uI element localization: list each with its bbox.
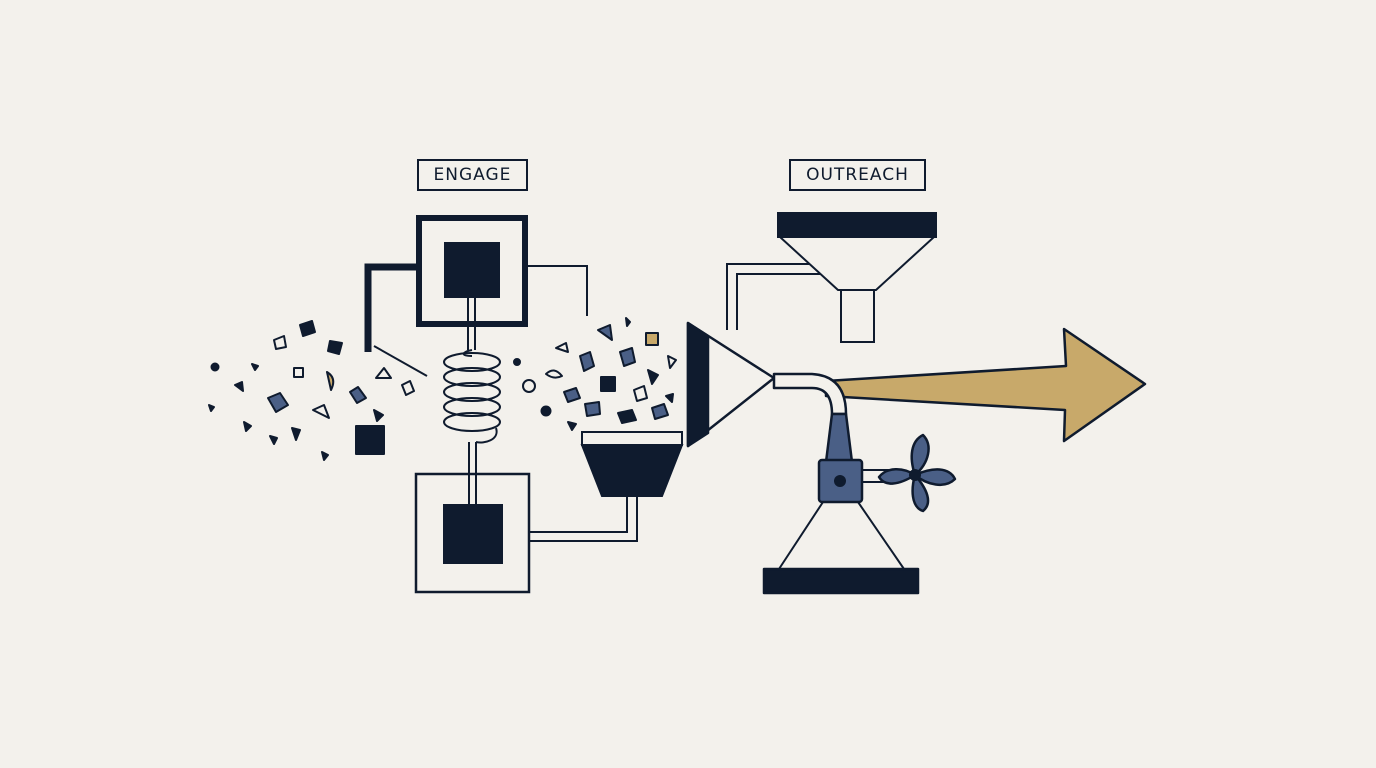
fragment bbox=[251, 363, 259, 371]
fragment bbox=[555, 342, 569, 353]
stand-legs bbox=[778, 501, 905, 570]
fragment bbox=[273, 335, 287, 350]
outreach-label: OUTREACH bbox=[789, 159, 926, 191]
fragment bbox=[619, 347, 636, 367]
hopper-icon bbox=[529, 431, 684, 542]
fragment bbox=[645, 332, 659, 346]
fragment bbox=[625, 317, 631, 327]
fragment bbox=[545, 369, 563, 379]
fragment bbox=[567, 421, 577, 431]
top-module-frame bbox=[416, 215, 528, 327]
fragment bbox=[600, 376, 616, 392]
fragment-particles-mid bbox=[513, 317, 677, 431]
intake-line bbox=[373, 345, 428, 377]
top-module-core bbox=[444, 242, 500, 298]
fragment-block bbox=[355, 425, 385, 455]
fragment bbox=[291, 427, 301, 441]
stand-base bbox=[762, 567, 920, 595]
fragment bbox=[293, 367, 304, 378]
fragment bbox=[597, 324, 613, 341]
fragment bbox=[647, 369, 659, 385]
funnel-icon bbox=[726, 212, 937, 343]
fragment bbox=[327, 340, 343, 355]
pump-knob bbox=[834, 475, 846, 487]
fragment bbox=[312, 404, 330, 419]
pump-stand bbox=[762, 412, 920, 595]
funnel-spout bbox=[840, 289, 875, 343]
fragment bbox=[267, 392, 289, 413]
fragment bbox=[326, 371, 335, 391]
funnel-connector bbox=[726, 263, 822, 330]
fragment bbox=[563, 387, 581, 403]
fragment bbox=[584, 401, 601, 417]
fragment bbox=[373, 409, 384, 422]
fragment bbox=[375, 367, 392, 379]
fragment bbox=[513, 358, 521, 366]
fragment bbox=[299, 320, 316, 337]
fragment bbox=[651, 403, 669, 420]
cone-nozzle-icon bbox=[686, 321, 848, 448]
fragment bbox=[633, 385, 648, 402]
fragment bbox=[667, 355, 677, 369]
fragment bbox=[321, 451, 329, 461]
fragment bbox=[208, 404, 215, 412]
funnel-body bbox=[777, 236, 937, 291]
nozzle-dark-band bbox=[686, 321, 710, 448]
fragment bbox=[401, 380, 415, 396]
engage-machine bbox=[364, 215, 588, 594]
fragment bbox=[540, 405, 552, 417]
fragment bbox=[234, 381, 244, 392]
fragment bbox=[617, 409, 637, 424]
fragment bbox=[243, 421, 252, 432]
fragment bbox=[269, 435, 278, 445]
engage-label: ENGAGE bbox=[417, 159, 528, 191]
coil-spring-icon bbox=[443, 349, 501, 444]
fragment bbox=[665, 393, 674, 403]
hopper-rim bbox=[581, 431, 683, 446]
connector-top-right bbox=[525, 265, 588, 316]
hopper-connector bbox=[529, 496, 638, 542]
fragment bbox=[522, 379, 536, 393]
fan-blades-icon bbox=[877, 433, 957, 513]
arrow-icon bbox=[824, 327, 1147, 443]
intake-bracket bbox=[364, 263, 419, 352]
fragment bbox=[349, 386, 367, 404]
fragment bbox=[210, 362, 220, 372]
top-rod bbox=[467, 298, 476, 350]
fragment-particles-left bbox=[208, 320, 415, 461]
bottom-rod bbox=[468, 442, 477, 504]
fragment bbox=[579, 351, 595, 372]
pump-neck bbox=[824, 412, 854, 464]
hopper-bowl bbox=[580, 444, 684, 497]
funnel-top-band bbox=[777, 212, 937, 238]
bottom-module-core bbox=[443, 504, 503, 564]
